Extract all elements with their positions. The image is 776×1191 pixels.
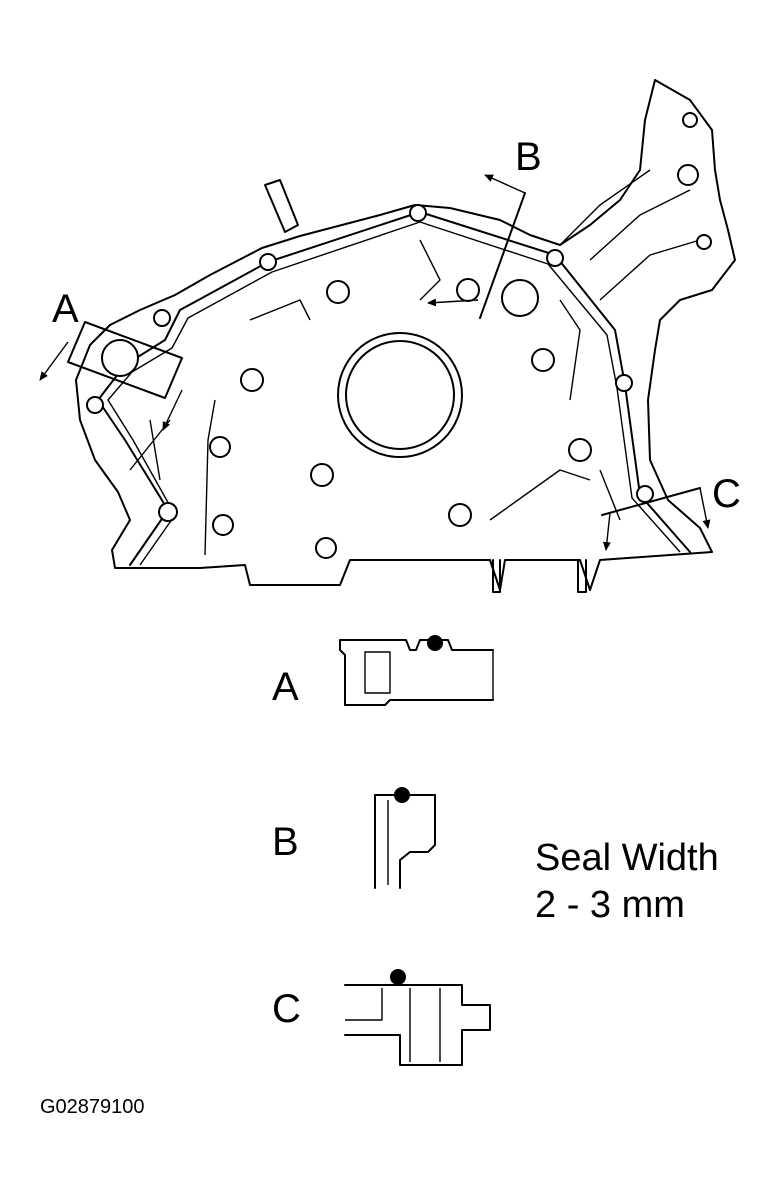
view-c-indicator xyxy=(601,487,711,551)
housing-arm-ribs xyxy=(559,169,701,301)
detail-c-section xyxy=(344,969,491,1066)
seal-bead-inner xyxy=(107,221,681,566)
view-a-label: A xyxy=(52,287,79,331)
crank-bore-outer xyxy=(337,332,463,458)
detail-a-section xyxy=(339,635,494,706)
seal-width-value: 2 - 3 mm xyxy=(535,884,685,926)
figure-code: G02879100 xyxy=(40,1096,145,1118)
housing-inner-contours xyxy=(129,239,621,556)
view-b-indicator xyxy=(427,174,526,319)
housing-outline xyxy=(75,79,736,591)
crank-bore-inner xyxy=(345,340,455,450)
body-holes xyxy=(101,278,592,559)
housing-pins xyxy=(492,559,587,593)
view-a-indicator xyxy=(39,321,183,431)
detail-c-label: C xyxy=(272,987,301,1031)
bolt-bosses xyxy=(86,112,712,522)
view-b-label: B xyxy=(515,135,542,179)
pump-housing xyxy=(75,79,736,593)
seal-dot-c xyxy=(390,969,406,985)
seal-dot-a xyxy=(427,635,443,651)
seal-width-title: Seal Width xyxy=(535,837,719,879)
detail-b-label: B xyxy=(272,820,299,864)
seal-bead-outer xyxy=(97,211,691,566)
seal-dot-b xyxy=(394,787,410,803)
detail-b-section xyxy=(374,787,436,889)
housing-spur xyxy=(264,179,299,233)
detail-a-label: A xyxy=(272,665,299,709)
view-c-label: C xyxy=(712,472,741,516)
